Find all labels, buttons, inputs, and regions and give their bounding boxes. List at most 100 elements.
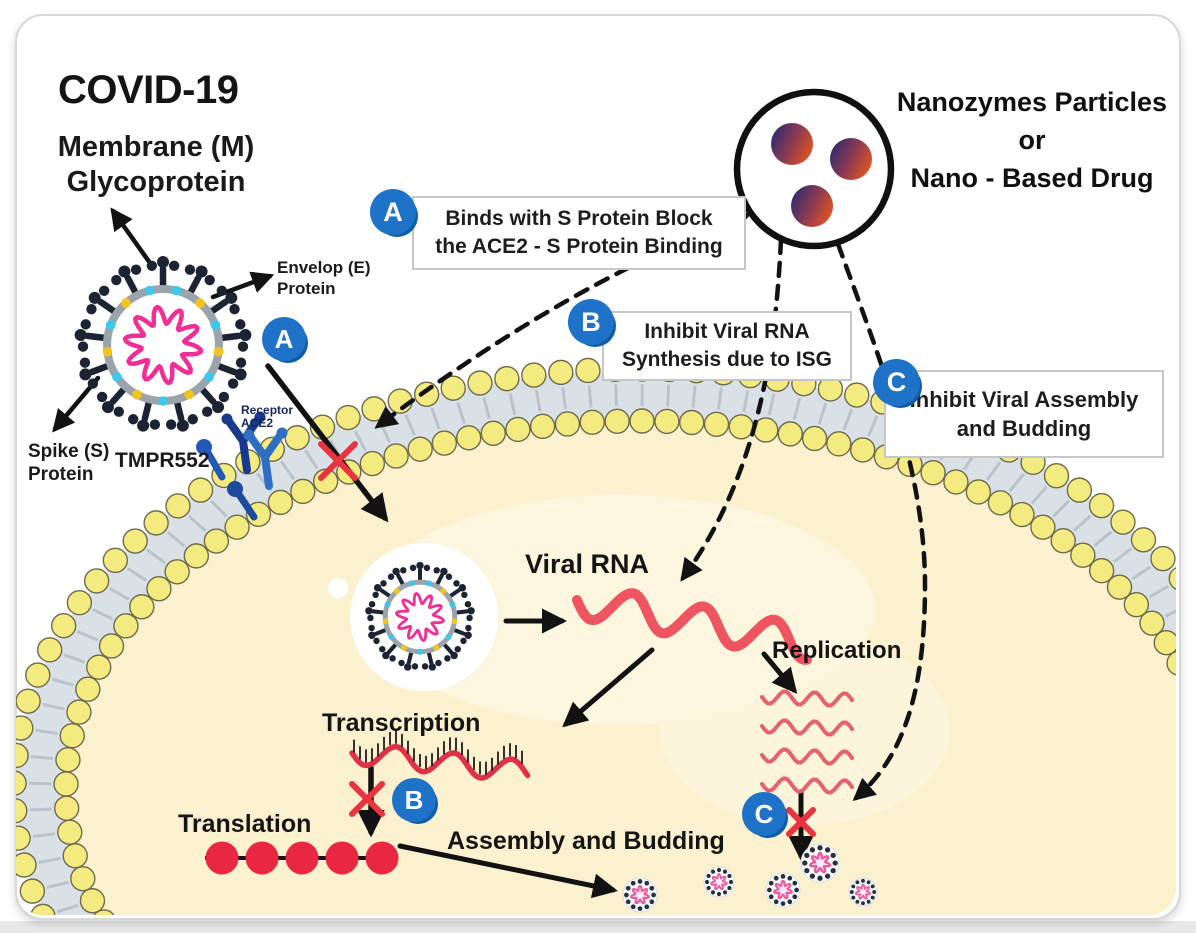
lipid-head (987, 490, 1014, 516)
lipid-head (413, 381, 440, 407)
spike-tip (453, 580, 460, 587)
rna-to-replication-arrow (761, 651, 798, 694)
lipid-head (604, 408, 630, 434)
lipid-head (62, 843, 88, 869)
lipid-head (703, 411, 730, 437)
spike-tip (458, 584, 467, 592)
lipid-head (50, 612, 77, 639)
lipid-tail (210, 499, 228, 518)
spike-tip (440, 567, 448, 576)
lipid-tail (166, 531, 186, 548)
spike-tip (421, 663, 429, 670)
spike-tip (149, 419, 161, 430)
lipid-head (146, 576, 172, 602)
spike-tip (365, 607, 373, 615)
lipid-tail (1093, 530, 1113, 547)
marker-a-badge: A (370, 189, 416, 235)
spike-tip (80, 319, 91, 330)
endosome-droplet (328, 578, 348, 598)
spike-tip (137, 419, 150, 432)
ace2-receptor (243, 429, 255, 441)
spike-tip (101, 401, 114, 414)
lipid-head (575, 357, 601, 384)
lipid-tail (46, 880, 69, 889)
lipid-head (1160, 917, 1184, 933)
lipid-tail (691, 385, 697, 408)
envelope-protein-label: Envelop (E) Protein (277, 258, 371, 298)
marker-b-translation-badge: B (392, 778, 436, 822)
lipid-tail (35, 728, 58, 735)
spike-tip (77, 341, 89, 352)
lipid-head (1168, 565, 1176, 592)
membrane-protein-dot (213, 346, 224, 357)
lipid-head (1139, 610, 1165, 636)
lipid-head (1123, 591, 1150, 618)
virion-spike (630, 880, 636, 886)
spike-tip (454, 645, 461, 653)
lipid-head (86, 654, 112, 680)
lipid-head (654, 408, 680, 435)
spike-tip (204, 274, 215, 286)
diagram-title: COVID-19 (58, 68, 239, 112)
spike-tip (74, 328, 87, 341)
lipid-head (844, 382, 870, 408)
spike-tip (176, 419, 189, 432)
translation-inhibition-x (349, 781, 385, 817)
spike-tip (195, 265, 208, 278)
mechanism-c-box: Inhibit Viral Assembly and Budding (884, 370, 1164, 458)
spike-tip (398, 659, 405, 667)
spike-tip (465, 624, 472, 632)
lipid-head (1066, 477, 1093, 503)
viral-rna-core (122, 304, 203, 386)
spike-tip (372, 591, 379, 599)
spike-tip (368, 624, 375, 632)
rna-to-transcription-arrow (562, 647, 655, 728)
sars-cov2-virus (74, 256, 252, 432)
lipid-head (407, 436, 433, 462)
translation-protein-chain (205, 841, 399, 875)
spike-tip (87, 378, 99, 389)
virion-spike (861, 878, 865, 883)
spike-tip (212, 401, 225, 414)
lipid-tail (430, 407, 441, 430)
spike-tip (428, 663, 437, 671)
virion-spike (644, 904, 650, 910)
virion-spike (780, 901, 786, 906)
spike-tip (79, 368, 92, 381)
lipid-head (920, 460, 946, 486)
lipid-head (143, 510, 169, 536)
replicated-rna-strand (760, 718, 854, 737)
mrna-wave (349, 743, 531, 781)
replicated-rna-strand (760, 689, 854, 708)
virion-spike (649, 899, 655, 905)
spike-tip (218, 391, 230, 403)
lipid-tail-band (16, 371, 1176, 915)
lipid-tail (404, 414, 416, 436)
lipid-tail (1052, 499, 1070, 518)
ace2-receptor (221, 413, 233, 425)
lipid-head (165, 493, 191, 519)
protein-bead (285, 841, 319, 875)
lipid-head (1088, 558, 1115, 584)
lipid-head (480, 420, 506, 446)
spike-tip (165, 419, 177, 430)
virion-spike (787, 899, 793, 905)
spike-tip (111, 274, 122, 286)
lipid-head (30, 903, 56, 915)
assembly-budding-label: Assembly and Budding (447, 827, 725, 855)
virion-spike (716, 891, 722, 897)
virion-spike (830, 852, 836, 859)
membrane-protein-dot (121, 298, 131, 308)
membrane-protein-dot (105, 320, 116, 330)
replication-label: Replication (772, 637, 902, 664)
lipid-head (505, 416, 531, 443)
spike-tip (187, 414, 198, 425)
virion-spike (767, 887, 772, 893)
spike-tip (235, 319, 246, 330)
lipid-head (16, 715, 34, 741)
tmprss2-protein (196, 439, 212, 455)
cell-membrane (16, 356, 1184, 933)
membrane-protein-dot (184, 389, 194, 400)
spike-tip (411, 663, 419, 670)
